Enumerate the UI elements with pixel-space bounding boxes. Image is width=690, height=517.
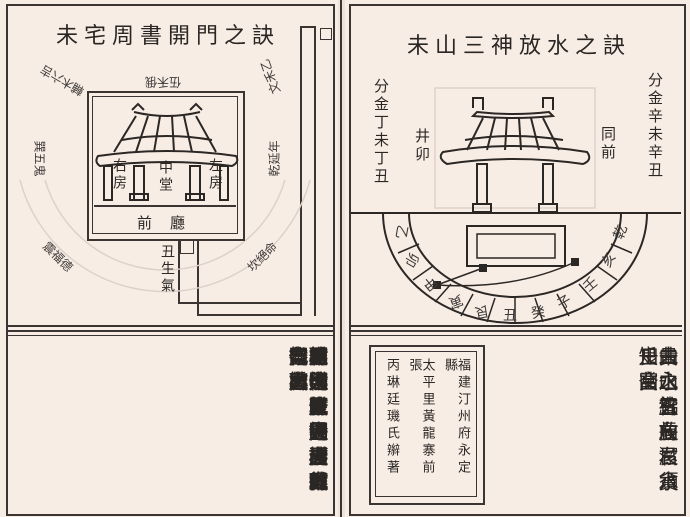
verse-column: 笑慷慨好文章 — [305, 346, 329, 496]
inner-right-label: 同前 — [599, 126, 617, 162]
label-top-center: 伍禾俄 — [145, 75, 182, 89]
verse-top-rule-2 — [6, 330, 333, 332]
colophon: 福建汀州府永定縣 太平里黃龍寨前張 丙琳廷璣氏辮著 — [384, 358, 470, 488]
left-outer-path — [300, 26, 316, 316]
verse-column: 財與降因妻致富心 — [285, 346, 329, 496]
bleed-through-ring — [19, 179, 311, 293]
label-mid-left: 巽五鬼 — [32, 140, 47, 177]
right-page: 未山三神放水之訣 分金丁未丁丑 分金辛未辛丑 井卯 同前 — [345, 0, 690, 517]
left-verse: 初出艮門展乾方廣 田財生牛馬旺出人 聰明登金榜世代英 雄大腹量 酉辛出 入往來通… — [72, 346, 329, 506]
verse-column: 初出艮門展乾方廣 — [285, 346, 329, 496]
front-hall-divider — [94, 205, 236, 207]
colophon-column: 太平里黃龍寨前張 — [406, 358, 435, 477]
compass-label-chou: 丑 — [503, 308, 517, 324]
verse-column: 貴永綿長 — [655, 346, 679, 446]
front-hall-label: 前廳 — [137, 214, 204, 232]
center-hall-label: 中堂 — [157, 160, 173, 194]
right-room-label: 右房 — [111, 158, 127, 192]
verse-column: 曲之玄左右貪壬癸 — [635, 346, 679, 496]
verse-top-rule-1 — [349, 325, 682, 327]
verse-column: 常樂人人近貴各重 — [285, 346, 329, 496]
left-inner-path — [197, 240, 300, 316]
colophon-column: 福建汀州府永定縣 — [442, 358, 470, 477]
verse-column: 入往來通護得奴婢 — [285, 346, 329, 496]
right-page-outer-frame — [349, 4, 686, 516]
verse-column: 雄大腹量 酉辛出 — [285, 346, 329, 496]
verse-column: 聰明登金榜世代英 — [285, 346, 329, 496]
right-side-label: 分金辛未辛丑 — [646, 72, 664, 180]
verse-column: 田財生牛馬旺出人 — [285, 346, 329, 496]
verse-top-rule-3 — [6, 335, 333, 336]
left-page: 未宅周書開門之訣 右房 中堂 左房 前廳 輔木六吉 伍禾俄 文禾乙 — [0, 0, 338, 517]
house-outer-frame — [87, 91, 245, 241]
house-inner-frame — [92, 96, 238, 234]
verse-column: 未山丑向艮水良曲 — [635, 346, 679, 496]
left-page-title: 未宅周書開門之訣 — [56, 24, 281, 49]
left-inner-path2 — [178, 240, 300, 304]
verse-top-rule-1 — [6, 325, 333, 327]
gate-and-compass-drawing — [351, 87, 681, 324]
left-page-outer-frame — [6, 4, 335, 516]
label-mid-right: 乾延年 — [267, 140, 282, 177]
right-verse: 未山丑向艮水良曲 曲之玄左右貪壬癸 二水皆放潔須知富 貴永綿長 — [561, 346, 679, 506]
colophon-inner-frame — [375, 351, 477, 497]
colophon-outer-frame — [369, 345, 485, 505]
pavilion-drawing — [95, 102, 239, 201]
spine-line-left — [340, 0, 342, 517]
verse-column: 重 乾門展艮方鬼 — [285, 346, 329, 496]
verse-top-rule-3 — [349, 335, 682, 336]
colophon-column: 丙琳廷璣氏辮著 — [384, 358, 399, 477]
right-page-title: 未山三神放水之訣 — [407, 34, 632, 59]
left-room-label: 左房 — [207, 158, 223, 192]
left-side-label: 分金丁未丁丑 — [372, 78, 390, 186]
verse-top-rule-2 — [349, 330, 682, 332]
path-marker-top — [320, 28, 332, 40]
verse-column: 運進財卿老幼同歡 — [285, 346, 329, 496]
verse-column: 二水皆放潔須知富 — [635, 346, 679, 496]
gate-label: 丑生氣 — [159, 244, 175, 295]
inner-left-label: 井卯 — [413, 128, 431, 164]
